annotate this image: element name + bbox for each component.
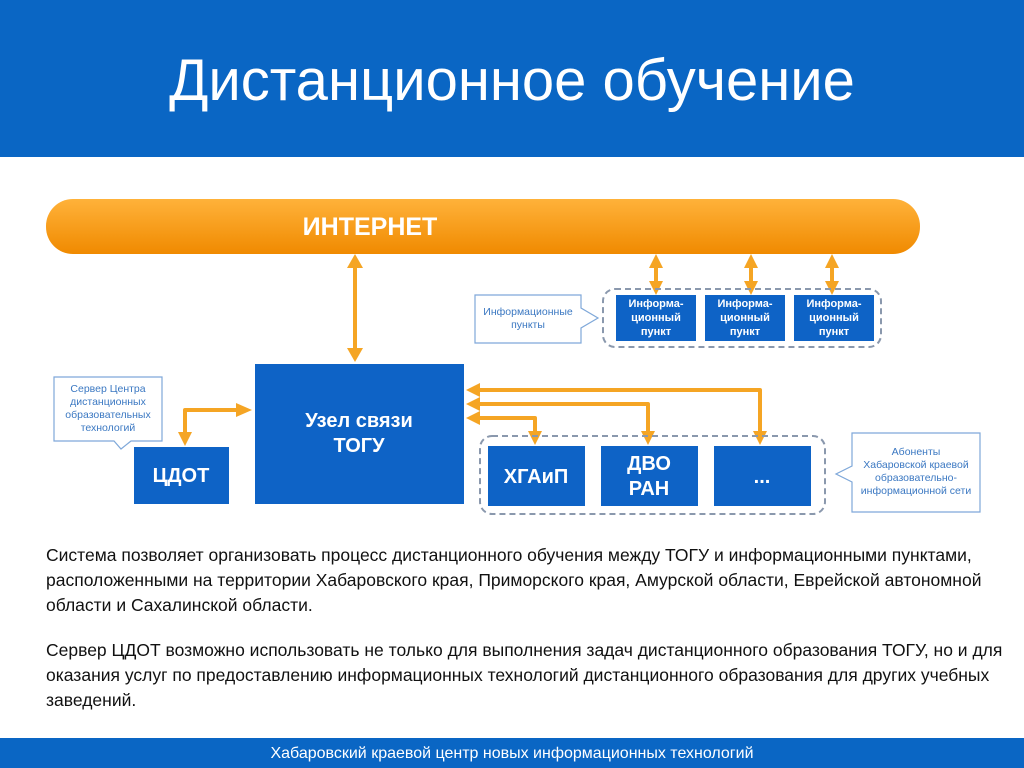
arrow-head-down [347,348,363,362]
arrow-head-up [744,254,758,268]
arrow-head-down [178,432,192,446]
info-points-callout: Информационные пункты [474,294,600,344]
subscribers-group-frame [479,435,826,515]
cdot-label: ЦДОТ [153,465,210,487]
callout-text-line: дистанционных [70,396,146,408]
info-point-node: Информа- ционный пункт [794,295,874,341]
cdot-hub-line [183,408,238,434]
arrow-head-up [649,254,663,268]
subscriber-label-line: ХГАиП [504,466,569,488]
info-point-label-line: пункт [730,326,761,338]
callout-text-line: Информационные [483,306,573,318]
internet-label: ИНТЕРНЕТ [303,213,438,241]
arrow-head-down [528,431,542,445]
info-point-label-line: Информа- [628,298,683,310]
hub-node: Узел связи ТОГУ [255,364,464,504]
hub-ellipsis-line [478,388,762,433]
info-points-group-frame [602,288,882,348]
subscriber-label-line: ... [754,466,771,488]
subscriber-node: ДВО РАН [601,446,698,506]
arrow-head-down [753,431,767,445]
callout-text-line: Сервер Центра [70,383,145,395]
subscriber-node: ХГАиП [488,446,585,506]
info-point-node: Информа- ционный пункт [616,295,696,341]
slide-title: Дистанционное обучение [169,48,855,113]
footer-bar: Хабаровский краевой центр новых информац… [0,738,1024,768]
hub-dvoran-line [478,402,650,433]
info-point-label-line: пункт [641,326,672,338]
arrow-head-down [641,431,655,445]
info-point-label-line: Информа- [806,298,861,310]
subscriber-node: ... [714,446,811,506]
callout-text-line: информационной сети [861,485,972,497]
internet-bar: ИНТЕРНЕТ [46,199,920,254]
hub-hgaip-line [478,416,537,433]
callout-text-line: пункты [511,319,545,331]
arrow-head-up [825,254,839,268]
footer-text: Хабаровский краевой центр новых информац… [270,745,754,762]
arrow-head-up [347,254,363,268]
callout-text-line: образовательно- [875,472,957,484]
subscriber-label-line: РАН [629,478,669,500]
cdot-node: ЦДОТ [134,447,229,504]
info-point-node: Информа- ционный пункт [705,295,785,341]
arrow-head-left [466,411,480,425]
callout-text-line: Абоненты [892,446,941,458]
subscribers-callout: Абоненты Хабаровской краевой образовател… [834,432,981,513]
info-point-label-line: пункт [819,326,850,338]
hub-label-line: ТОГУ [333,435,385,457]
arrow-head-left [466,383,480,397]
cdot-callout: Сервер Центра дистанционных образователь… [53,376,163,450]
arrow-head-down [825,281,839,295]
info-point-label-line: ционный [631,312,681,324]
header-bar: Дистанционное обучение [0,0,1024,157]
description-paragraph: Сервер ЦДОТ возможно использовать не тол… [46,640,1003,710]
info-point-label-line: Информа- [717,298,772,310]
arrow-head-right [236,403,252,417]
callout-text-line: технологий [81,422,136,434]
callout-text-line: образовательных [65,409,151,421]
arrow-head-left [466,397,480,411]
hub-label-line: Узел связи [305,410,413,432]
connector-lines [183,266,834,434]
description-paragraph: Система позволяет организовать процесс д… [46,545,982,615]
callout-text-line: Хабаровской краевой [863,459,969,471]
info-point-label-line: ционный [809,312,859,324]
info-point-label-line: ционный [720,312,770,324]
subscriber-label-line: ДВО [627,453,671,475]
